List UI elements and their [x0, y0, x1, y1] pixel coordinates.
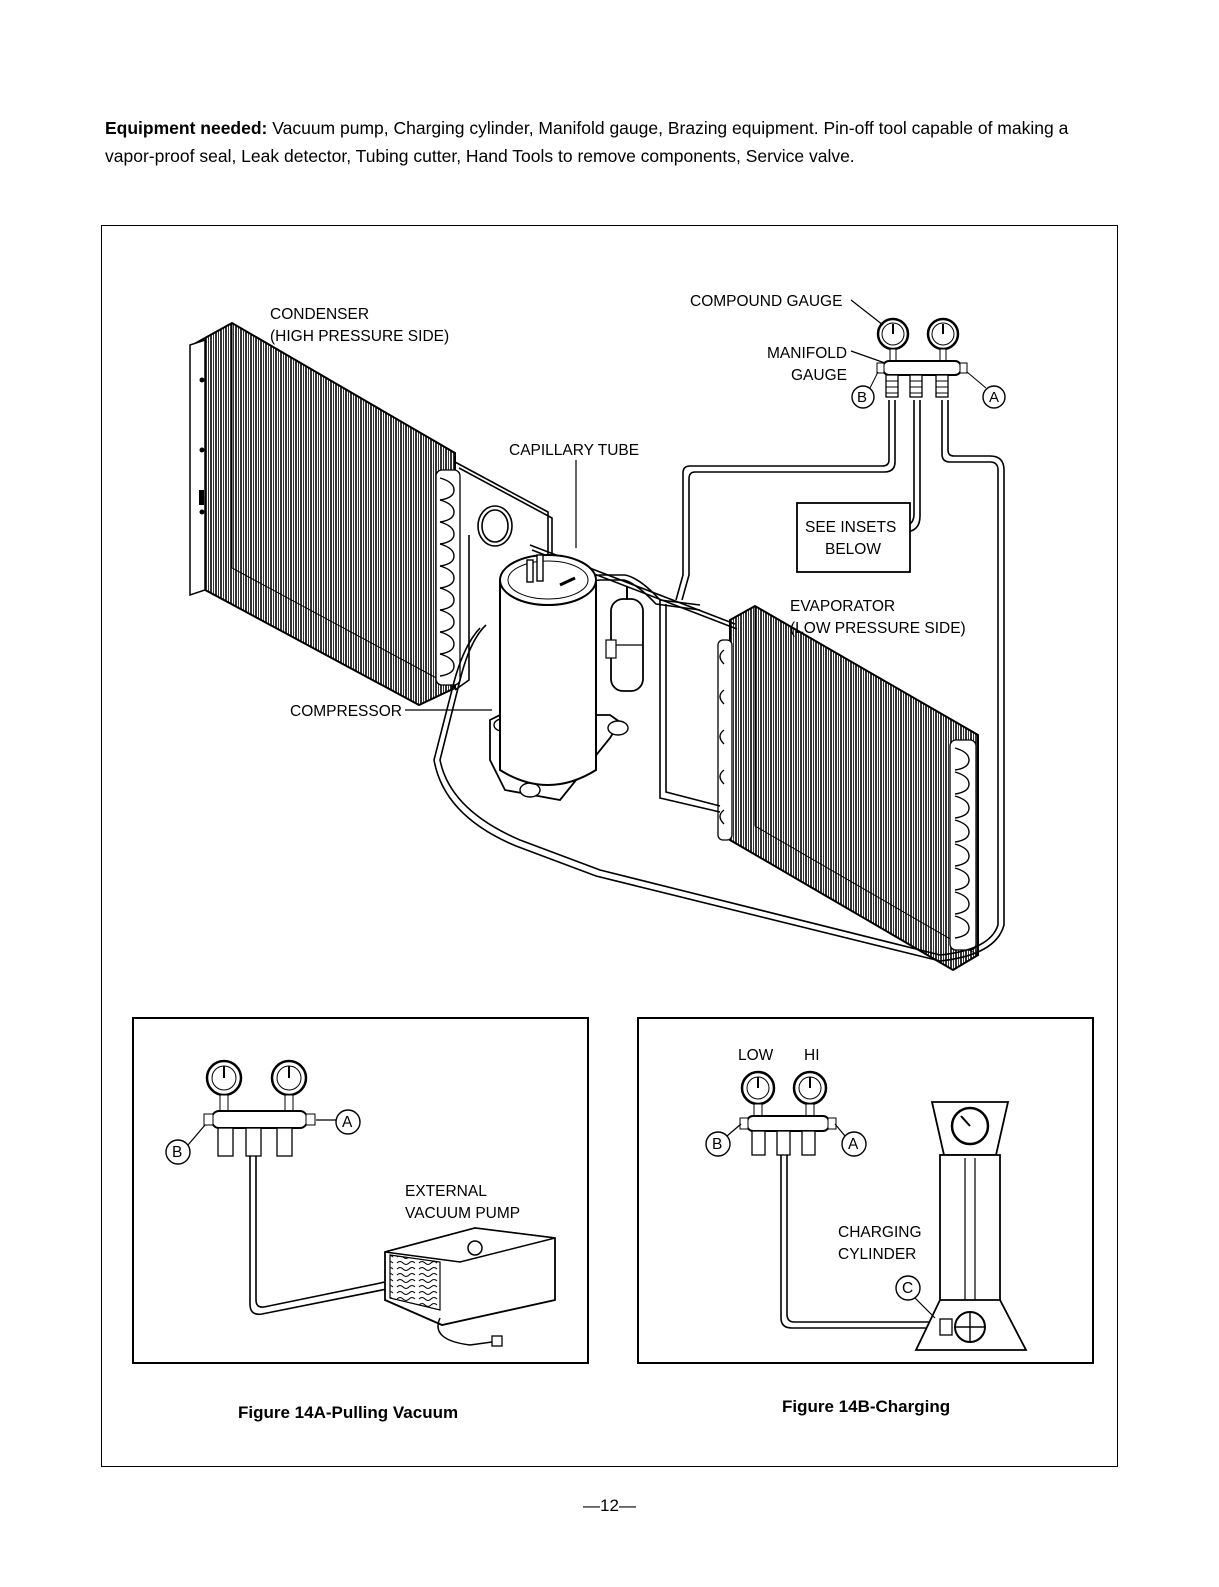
see-insets-below-label: BELOW: [825, 541, 881, 558]
figure-frame: [101, 225, 1118, 1467]
inset-b-manifold: [705, 1070, 867, 1157]
page-number: —12—: [583, 1496, 636, 1515]
manifold-label: MANIFOLD: [767, 345, 848, 362]
accumulator: [605, 586, 644, 692]
main-port-a-label: A: [989, 389, 1000, 406]
charging-cylinder-label-2: CYLINDER: [838, 1246, 917, 1263]
equipment-text: Vacuum pump, Charging cylinder, Manifold…: [105, 118, 1069, 166]
vacuum-pump-label: EXTERNAL: [405, 1183, 487, 1200]
inset-a-port-b-label: B: [172, 1144, 183, 1161]
main-port-b-label: B: [857, 389, 868, 406]
compressor: [489, 554, 629, 801]
vacuum-pump: [384, 1227, 556, 1347]
port-b-marker: [851, 385, 875, 409]
inset-a-frame: [132, 1017, 589, 1364]
condenser-coil: [189, 321, 461, 707]
compound-gauge-label: COMPOUND GAUGE: [690, 293, 843, 310]
inset-b-port-a-label: A: [848, 1136, 859, 1153]
equipment-lead: Equipment needed:: [105, 118, 268, 138]
inset-a-port-a-label: A: [342, 1114, 353, 1131]
compressor-label: COMPRESSOR: [290, 703, 402, 720]
figure-14b-caption: Figure 14B-Charging: [782, 1397, 951, 1416]
hi-label: HI: [804, 1047, 820, 1064]
inset-a-hose: [249, 1156, 393, 1316]
inset-a-manifold: [165, 1059, 361, 1165]
capillary-tube-label: CAPILLARY TUBE: [509, 442, 640, 459]
charging-cylinder-label: CHARGING: [838, 1224, 922, 1241]
inset-b-hose: [780, 1155, 940, 1329]
see-insets-box: [796, 502, 911, 573]
see-insets-label: SEE INSETS: [805, 519, 897, 536]
evaporator-coil: [717, 604, 979, 972]
low-label: LOW: [738, 1047, 774, 1064]
port-a-marker: [982, 385, 1006, 409]
manifold-gauge-label: GAUGE: [791, 367, 847, 384]
evaporator-sub-label: (LOW PRESSURE SIDE): [790, 620, 966, 637]
inset-b-port-b-label: B: [712, 1136, 723, 1153]
charging-cylinder: [895, 1101, 1028, 1351]
main-manifold-gauge: [851, 317, 1006, 409]
equipment-paragraph: Equipment needed: Vacuum pump, Charging …: [105, 114, 1115, 170]
evaporator-label: EVAPORATOR: [790, 598, 896, 615]
condenser-sub-label: (HIGH PRESSURE SIDE): [270, 328, 450, 345]
leader-lines: [405, 299, 886, 711]
port-c-label: C: [902, 1280, 914, 1297]
inset-b-frame: [637, 1017, 1094, 1364]
figure-14a-caption: Figure 14A-Pulling Vacuum: [238, 1403, 459, 1422]
vacuum-pump-label-2: VACUUM PUMP: [405, 1205, 521, 1222]
condenser-label: CONDENSER: [270, 306, 370, 323]
